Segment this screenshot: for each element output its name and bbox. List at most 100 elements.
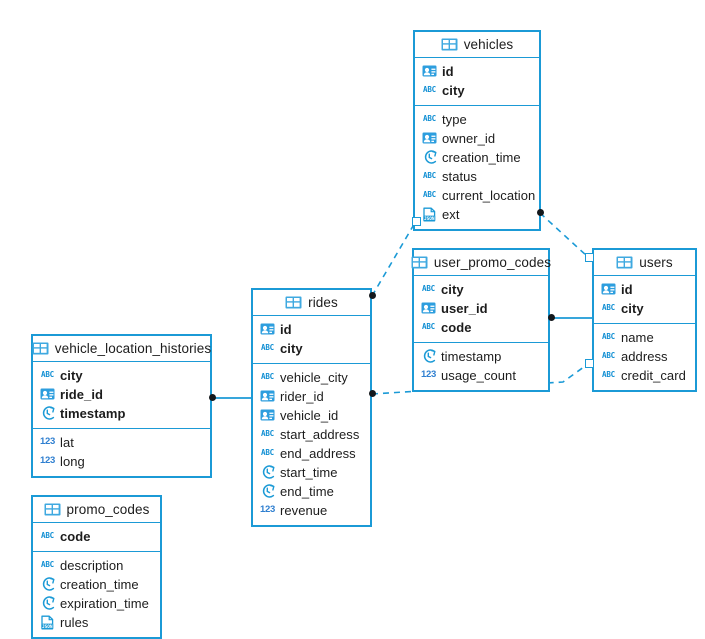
primary-key-field-city[interactable]: ABC city: [415, 81, 539, 100]
primary-key-field-id[interactable]: id: [415, 62, 539, 81]
abc-icon: ABC: [261, 447, 274, 457]
attribute-field-credit_card[interactable]: ABC credit_card: [594, 366, 695, 385]
entity-title: user_promo_codes: [433, 255, 552, 270]
primary-key-field-user_id[interactable]: user_id: [414, 299, 548, 318]
field-label: status: [442, 169, 477, 184]
attribute-field-creation_time[interactable]: creation_time: [33, 575, 160, 594]
field-label: address: [621, 349, 668, 364]
field-label: code: [441, 320, 472, 335]
123-icon: 123: [40, 454, 55, 466]
entity-header-vehicle_location_histories[interactable]: vehicle_location_histories: [32, 336, 211, 362]
attribute-field-start_time[interactable]: start_time: [253, 463, 370, 482]
attribute-field-expiration_time[interactable]: expiration_time: [33, 594, 160, 613]
field-label: ext: [442, 207, 460, 222]
primary-key-field-id[interactable]: id: [253, 320, 370, 339]
entity-header-users[interactable]: users: [594, 250, 695, 276]
table-grid-icon: [411, 256, 428, 269]
json-file-icon: JSON: [40, 615, 55, 630]
attribute-field-usage_count[interactable]: 123 usage_count: [414, 366, 548, 385]
123-icon: 123: [40, 435, 55, 447]
primary-key-field-ride_id[interactable]: ride_id: [33, 385, 210, 404]
id-card-icon: [601, 282, 616, 297]
clock-icon: [422, 150, 437, 165]
field-label: credit_card: [621, 368, 686, 383]
abc-icon: ABC: [41, 369, 54, 379]
attribute-field-rider_id[interactable]: rider_id: [253, 387, 370, 406]
field-label: id: [280, 322, 292, 337]
field-label: start_address: [280, 427, 360, 442]
attribute-field-status[interactable]: ABC status: [415, 167, 539, 186]
field-label: user_id: [441, 301, 488, 316]
json-file-icon: JSON: [422, 207, 437, 222]
attribute-field-creation_time[interactable]: creation_time: [415, 148, 539, 167]
abc-icon: ABC: [423, 84, 436, 94]
primary-key-field-id[interactable]: id: [594, 280, 695, 299]
primary-key-field-code[interactable]: ABC code: [414, 318, 548, 337]
field-label: revenue: [280, 503, 328, 518]
field-label: end_time: [280, 484, 334, 499]
field-label: city: [280, 341, 303, 356]
id-card-icon: [421, 301, 436, 316]
abc-icon: ABC: [602, 331, 615, 341]
field-label: creation_time: [442, 150, 521, 165]
entity-header-rides[interactable]: rides: [253, 290, 370, 316]
field-label: vehicle_id: [280, 408, 339, 423]
attribute-field-timestamp[interactable]: timestamp: [414, 347, 548, 366]
primary-key-field-timestamp[interactable]: timestamp: [33, 404, 210, 423]
attribute-field-ext[interactable]: JSON ext: [415, 205, 539, 224]
abc-icon: ABC: [422, 321, 435, 331]
field-label: city: [442, 83, 465, 98]
field-label: rider_id: [280, 389, 324, 404]
entity-header-vehicles[interactable]: vehicles: [415, 32, 539, 58]
field-label: city: [441, 282, 464, 297]
clock-icon: [421, 349, 436, 364]
entity-header-promo_codes[interactable]: promo_codes: [33, 497, 160, 523]
abc-icon: ABC: [423, 170, 436, 180]
edge-endpoint-square-users-topleft: [585, 253, 594, 262]
field-label: description: [60, 558, 124, 573]
attribute-field-owner_id[interactable]: owner_id: [415, 129, 539, 148]
abc-icon: ABC: [602, 369, 615, 379]
table-grid-icon: [441, 38, 458, 51]
field-label: ride_id: [60, 387, 103, 402]
field-label: usage_count: [441, 368, 517, 383]
123-icon: 123: [421, 368, 436, 380]
edge-endpoint-dot-vehicles-right: [537, 209, 544, 216]
attribute-field-end_time[interactable]: end_time: [253, 482, 370, 501]
attribute-field-vehicle_id[interactable]: vehicle_id: [253, 406, 370, 425]
clock-icon: [40, 577, 55, 592]
entity-title: users: [639, 255, 673, 270]
entity-header-user_promo_codes[interactable]: user_promo_codes: [411, 250, 552, 276]
